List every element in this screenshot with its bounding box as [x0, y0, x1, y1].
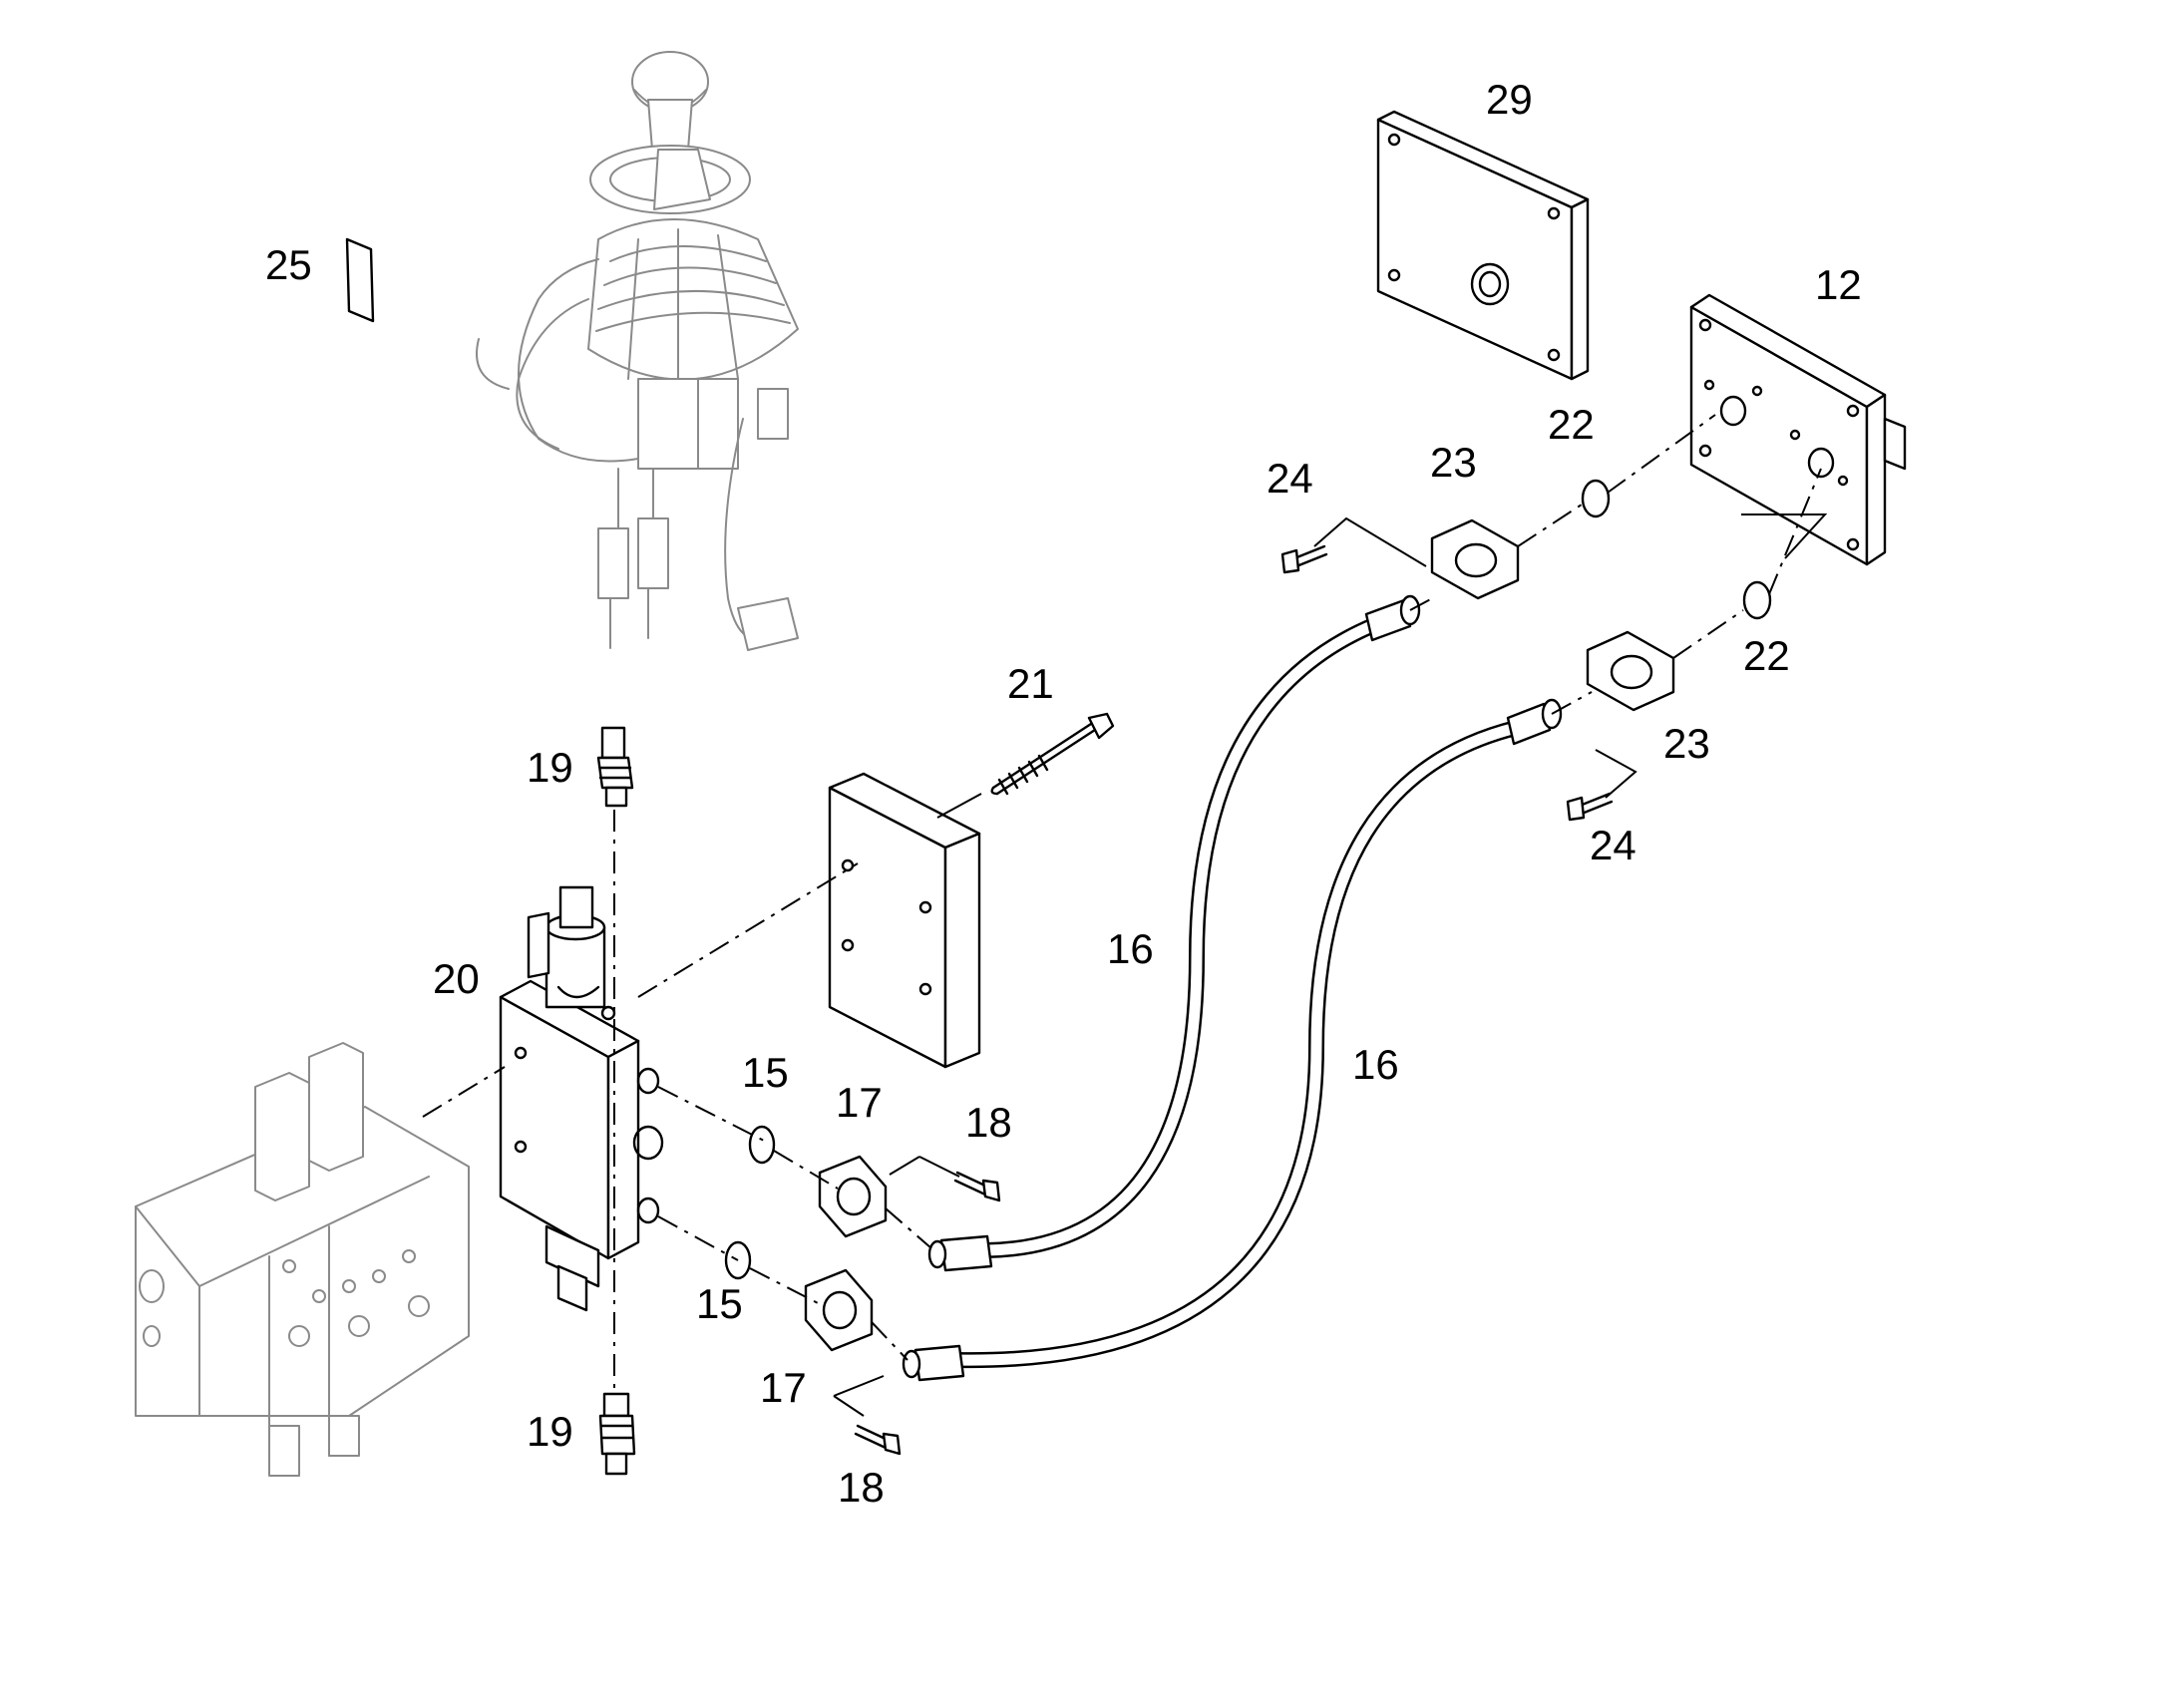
part-29-cover-plate — [1376, 110, 1590, 381]
label-23-lower: 23 — [1663, 720, 1710, 767]
part-19-switch-lower — [598, 1392, 636, 1476]
leader-lines — [833, 513, 1828, 1417]
joystick-assembly — [476, 51, 799, 651]
label-22-lower: 22 — [1743, 632, 1790, 679]
part-17-flange-lower — [804, 1268, 874, 1352]
label-16-lower: 16 — [1352, 1041, 1399, 1088]
part-19-switch-upper — [596, 726, 634, 808]
hose-fittings — [902, 594, 1563, 1382]
part-17-flange-upper — [818, 1155, 888, 1238]
part-22-oring-upper — [1581, 479, 1611, 518]
label-18-lower: 18 — [838, 1464, 885, 1511]
part-18-bolt-lower — [854, 1424, 902, 1456]
part-24-bolt-upper — [1280, 544, 1328, 574]
part-21-long-bolt — [990, 712, 1115, 796]
label-22-upper: 22 — [1548, 401, 1595, 448]
part-16-hose-upper — [979, 616, 1384, 1258]
label-24-upper: 24 — [1267, 455, 1313, 502]
label-12: 12 — [1815, 261, 1862, 308]
label-18-upper: 18 — [965, 1099, 1012, 1146]
part-labels: 25 29 12 22 23 24 22 23 24 21 19 20 16 1… — [265, 76, 1862, 1511]
part-22-oring-lower — [1742, 580, 1772, 620]
label-15-lower: 15 — [696, 1280, 743, 1327]
part-12-valve-plate — [1689, 293, 1907, 566]
assembly-centerlines — [422, 414, 1822, 1388]
label-23-upper: 23 — [1430, 439, 1477, 486]
label-16-upper: 16 — [1107, 925, 1154, 972]
part-20-valve-body — [499, 885, 664, 1312]
label-17-lower: 17 — [760, 1364, 807, 1411]
part-23-flange-lower — [1586, 630, 1675, 712]
label-15-upper: 15 — [742, 1049, 789, 1096]
part-15-oring-lower — [724, 1240, 752, 1280]
label-24-lower: 24 — [1590, 822, 1636, 868]
part-25-label-plate — [345, 237, 375, 323]
label-17-upper: 17 — [836, 1079, 883, 1126]
label-21: 21 — [1007, 660, 1054, 707]
part-23-flange-upper — [1430, 518, 1520, 600]
control-valve-bank — [135, 1042, 470, 1477]
label-19-upper: 19 — [527, 744, 573, 791]
label-29: 29 — [1486, 76, 1533, 123]
label-20: 20 — [433, 955, 480, 1002]
label-19-lower: 19 — [527, 1408, 573, 1455]
part-15-oring-upper — [748, 1125, 776, 1165]
part-24-bolt-lower — [1566, 792, 1614, 822]
label-25: 25 — [265, 241, 312, 288]
part-21-spacer-block — [828, 772, 981, 1069]
part-16-hose-lower — [949, 720, 1524, 1369]
part-18-bolt-upper — [953, 1171, 1001, 1202]
